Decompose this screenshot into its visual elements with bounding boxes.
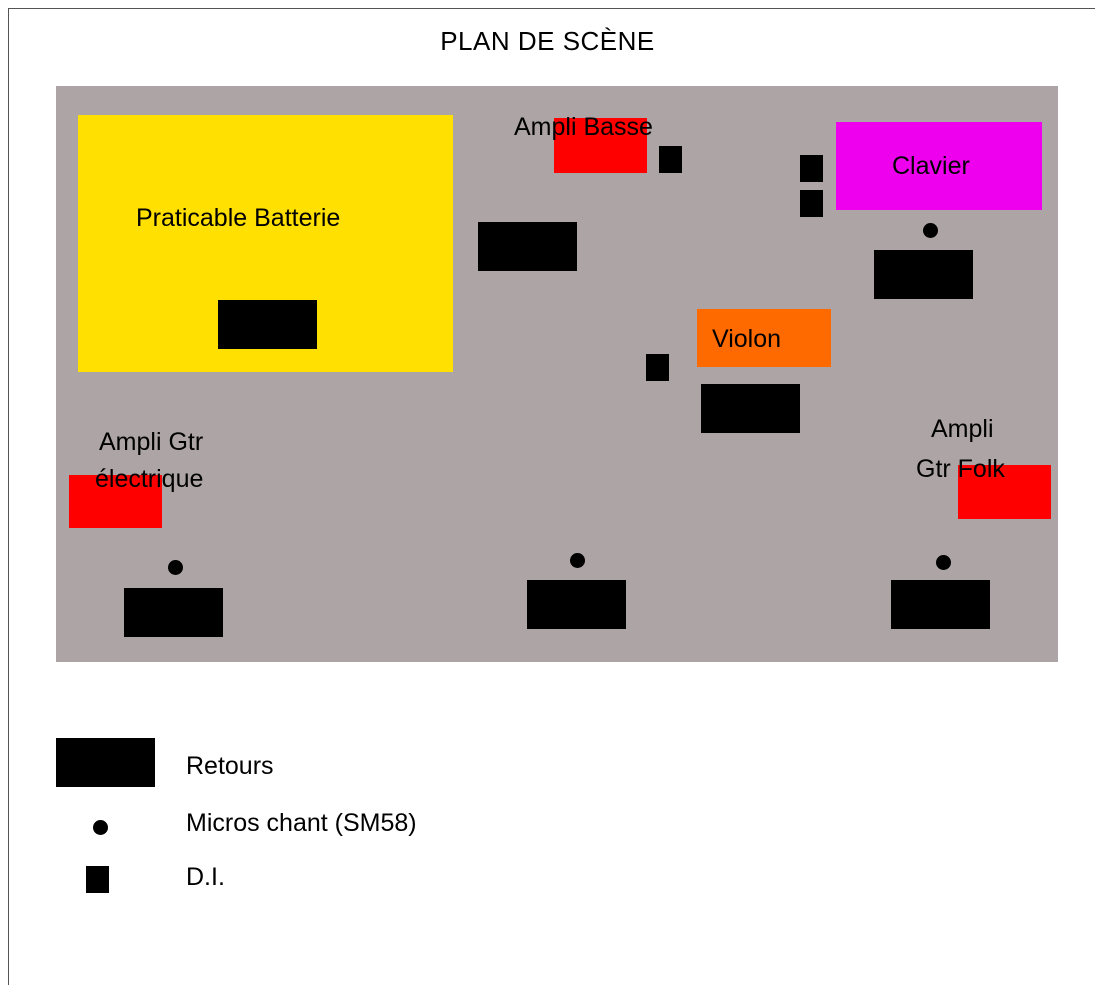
violin-di bbox=[646, 354, 669, 381]
electric-guitar-amp-label-1: Ampli Gtr bbox=[99, 428, 204, 456]
keyboard-label: Clavier bbox=[892, 152, 970, 180]
keyboard-mic bbox=[923, 223, 938, 238]
violin-monitor bbox=[701, 384, 800, 433]
drum-monitor bbox=[218, 300, 317, 349]
bass-di bbox=[659, 146, 682, 173]
center-mic bbox=[570, 553, 585, 568]
violin: Violon bbox=[697, 309, 831, 367]
legend-di-label: D.I. bbox=[186, 863, 225, 891]
electric-guitar-amp-label-2: électrique bbox=[95, 465, 204, 493]
folk-mic bbox=[936, 555, 951, 570]
keyboard-di-2 bbox=[800, 190, 823, 217]
folk-guitar-amp-label-1: Ampli bbox=[931, 415, 994, 443]
legend-mic-swatch bbox=[93, 820, 108, 835]
guitar-mic bbox=[168, 560, 183, 575]
bass-amp-label: Ampli Basse bbox=[514, 113, 653, 141]
legend-mic-label: Micros chant (SM58) bbox=[186, 809, 417, 837]
keyboard: Clavier bbox=[836, 122, 1042, 210]
legend-retour-swatch bbox=[56, 738, 155, 787]
keyboard-monitor bbox=[874, 250, 973, 299]
legend-retour-label: Retours bbox=[186, 752, 274, 780]
frame-left-border bbox=[8, 8, 9, 985]
violin-label: Violon bbox=[712, 325, 782, 353]
electric-guitar-amp bbox=[69, 475, 162, 528]
frame-top-border bbox=[8, 8, 1095, 9]
page-title: PLAN DE SCÈNE bbox=[440, 26, 655, 56]
center-front-monitor bbox=[527, 580, 626, 629]
guitar-monitor bbox=[124, 588, 223, 637]
folk-monitor bbox=[891, 580, 990, 629]
legend-di-swatch bbox=[86, 866, 109, 893]
drum-riser-label: Praticable Batterie bbox=[136, 204, 341, 232]
center-monitor bbox=[478, 222, 577, 271]
folk-guitar-amp bbox=[958, 465, 1051, 519]
drum-riser: Praticable Batterie bbox=[78, 115, 453, 372]
bass-amp bbox=[554, 118, 647, 173]
keyboard-di-1 bbox=[800, 155, 823, 182]
stage-area: Praticable Batterie Ampli Basse Clavier … bbox=[56, 86, 1058, 662]
folk-guitar-amp-label-2: Gtr Folk bbox=[916, 455, 1005, 483]
